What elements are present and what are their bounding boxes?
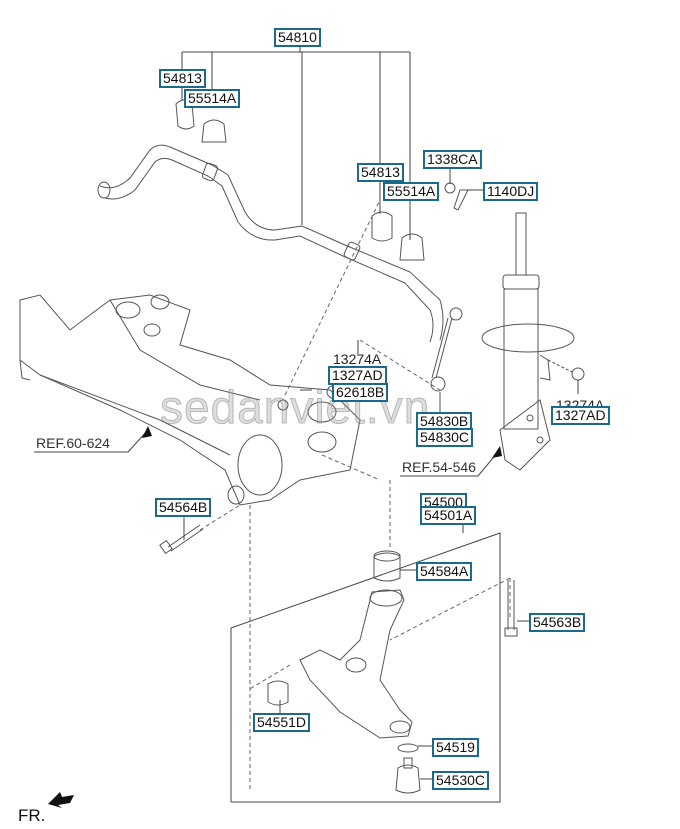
arrowheads <box>48 426 502 808</box>
part-label-55514A[interactable]: 55514A <box>383 182 440 201</box>
part-label-55514A[interactable]: 55514A <box>184 89 241 108</box>
part-label-54564B[interactable]: 54564B <box>155 498 212 517</box>
stabilizer-bar <box>97 144 444 343</box>
part-label-13274A[interactable]: 13274A <box>333 351 382 367</box>
bushing-left <box>175 99 227 143</box>
stabilizer-link <box>430 307 463 412</box>
part-label-54810[interactable]: 54810 <box>274 28 321 47</box>
bolt-54564B <box>159 524 204 555</box>
part-label-54501A[interactable]: 54501A <box>420 506 477 525</box>
reference-crossmember[interactable]: REF.60-624 <box>36 435 110 451</box>
reference-strut[interactable]: REF.54-546 <box>402 459 476 475</box>
part-label-54813[interactable]: 54813 <box>159 69 206 88</box>
part-label-62618B[interactable]: 62618B <box>332 383 389 402</box>
bolt-54563B <box>504 580 518 637</box>
part-label-54584A[interactable]: 54584A <box>416 562 473 581</box>
part-label-1327AD[interactable]: 1327AD <box>551 406 610 425</box>
part-label-1338CA[interactable]: 1338CA <box>423 150 482 169</box>
lower-control-arm <box>267 550 421 794</box>
strut-assembly <box>481 212 575 471</box>
part-label-54813[interactable]: 54813 <box>357 163 404 182</box>
part-label-54830C[interactable]: 54830C <box>416 428 474 447</box>
part-label-54551D[interactable]: 54551D <box>253 713 311 732</box>
crossmember <box>19 294 361 506</box>
part-label-54563B[interactable]: 54563B <box>529 613 586 632</box>
arrow-front-icon <box>48 792 74 808</box>
part-label-1140DJ[interactable]: 1140DJ <box>483 182 539 201</box>
part-label-54519[interactable]: 54519 <box>432 738 479 757</box>
part-label-54530C[interactable]: 54530C <box>432 771 490 790</box>
front-direction-label: FR. <box>18 806 46 825</box>
assembly-lines <box>199 199 511 790</box>
bushing-right <box>371 182 469 261</box>
